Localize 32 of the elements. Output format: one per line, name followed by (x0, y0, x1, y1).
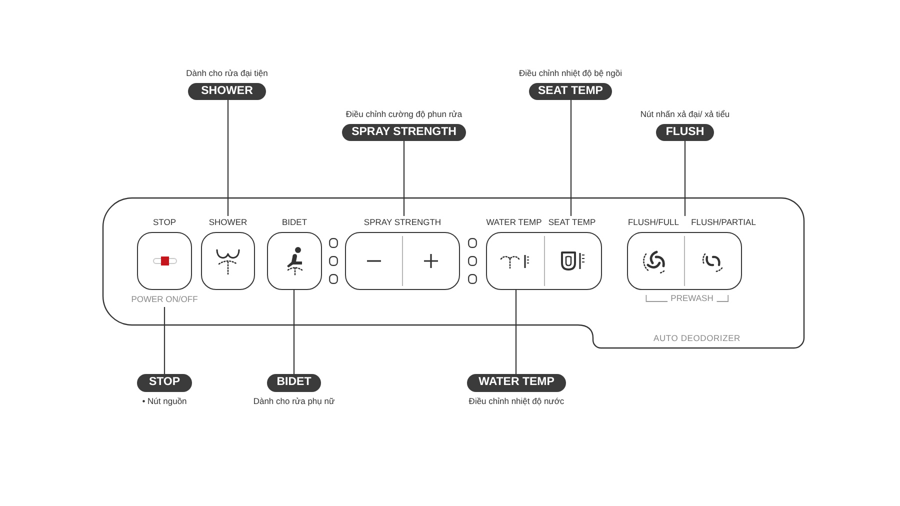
callout-label: SEAT TEMP (529, 83, 612, 100)
description-text: Điều chỉnh cường độ phun rửa (346, 109, 462, 119)
button-label: FLUSH/PARTIAL (691, 216, 756, 228)
button-label: SHOWER (208, 216, 248, 228)
callout-label: WATER TEMP (467, 374, 566, 392)
callout-label: STOP (137, 374, 192, 392)
button-label: FLUSH/FULL (628, 216, 679, 228)
button-label: STOP (153, 216, 176, 228)
button-label: BIDET (282, 216, 308, 228)
description-text: Nút nhấn xả đại/ xả tiểu (640, 109, 730, 119)
leader-line (515, 290, 517, 374)
description-text: Dành cho rửa đại tiện (186, 68, 268, 78)
button-label: SEAT TEMP (548, 216, 596, 228)
leader-line (227, 100, 229, 216)
button-label: WATER TEMP (486, 216, 542, 228)
panel-label: AUTO DEODORIZER (654, 333, 740, 343)
description-text: Điều chỉnh nhiệt độ bệ ngồi (518, 68, 622, 78)
callout-label: FLUSH (656, 124, 714, 141)
leader-line (403, 141, 405, 216)
description-text: • Nút nguồn (142, 396, 187, 406)
description-text: Dành cho rửa phụ nữ (253, 396, 335, 406)
callout-label: BIDET (267, 374, 321, 392)
caption-text: POWER ON/OFF (131, 294, 198, 305)
callout-label: SPRAY STRENGTH (342, 124, 466, 141)
callout-label: SHOWER (188, 83, 266, 100)
leader-line (570, 100, 572, 216)
bracket-label: PREWASH (670, 293, 714, 304)
leader-line (293, 290, 295, 374)
button-label: SPRAY STRENGTH (364, 216, 442, 228)
description-text: Điều chỉnh nhiệt độ nước (468, 396, 564, 406)
leader-line (684, 141, 686, 216)
leader-line (164, 307, 166, 374)
